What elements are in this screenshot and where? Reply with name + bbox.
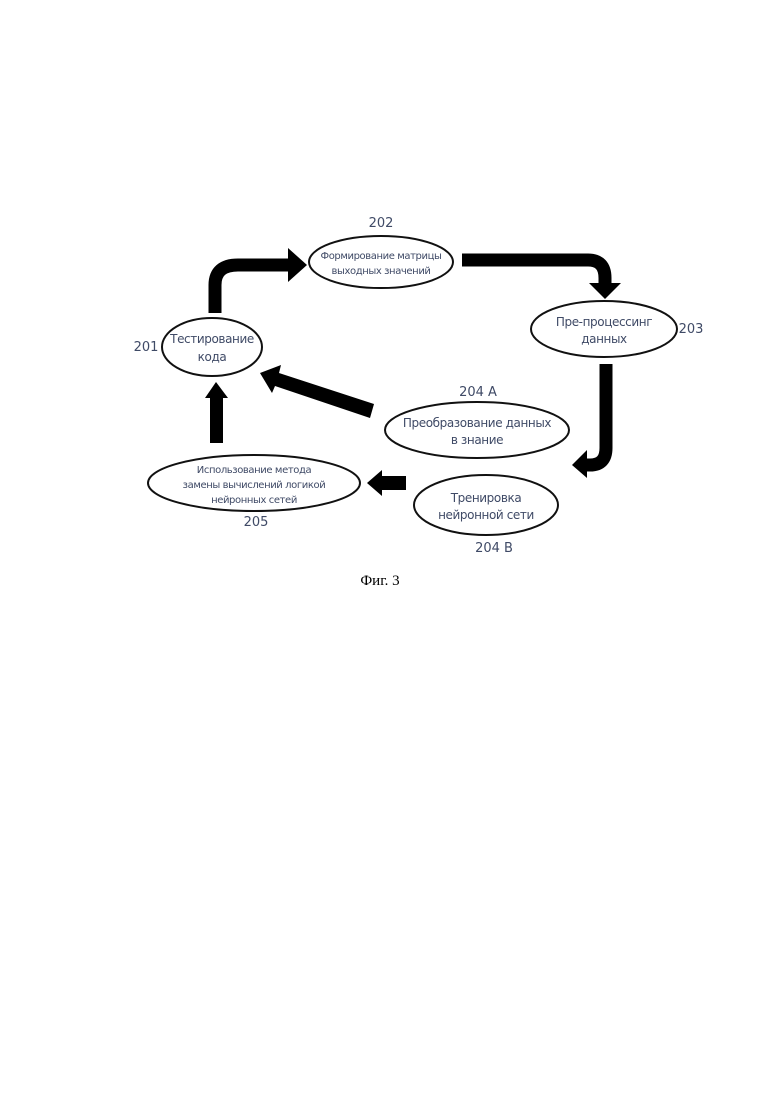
arrow-202-to-203 [462, 260, 621, 299]
node-204a: Преобразование данных в знание 204 A [385, 385, 569, 458]
node-202: Формирование матрицы выходных значений 2… [309, 216, 453, 288]
node-number: 201 [134, 340, 159, 355]
node-label: Пре-процессинг [556, 315, 652, 329]
node-label: нейронных сетей [211, 495, 297, 506]
node-label: Тренировка [450, 491, 522, 505]
figure-caption: Фиг. 3 [360, 573, 399, 589]
node-number: 204 A [459, 385, 497, 400]
arrow-204a-to-201 [260, 365, 374, 418]
node-label: замены вычислений логикой [183, 480, 326, 491]
arrow-205-to-201 [205, 382, 228, 443]
node-label: кода [198, 350, 227, 364]
node-203: Пре-процессинг данных 203 [531, 301, 703, 357]
arrow-203-to-204b [572, 364, 606, 478]
node-label: нейронной сети [438, 508, 534, 522]
node-label: Использование метода [197, 465, 312, 476]
node-number: 204 B [475, 541, 513, 556]
node-number: 203 [679, 322, 704, 337]
node-label: Преобразование данных [403, 416, 552, 430]
node-label: данных [581, 332, 627, 346]
arrow-204b-to-205 [367, 470, 406, 496]
node-label: Тестирование [169, 332, 254, 346]
node-label: Формирование матрицы [320, 251, 441, 262]
node-number: 202 [369, 216, 394, 231]
node-205: Использование метода замены вычислений л… [148, 455, 360, 530]
node-label: в знание [451, 433, 503, 447]
node-204b: Тренировка нейронной сети 204 B [414, 475, 558, 556]
arrow-201-to-202 [215, 248, 307, 313]
node-label: выходных значений [331, 266, 430, 277]
node-number: 205 [244, 515, 269, 530]
node-201: Тестирование кода 201 [134, 318, 262, 376]
